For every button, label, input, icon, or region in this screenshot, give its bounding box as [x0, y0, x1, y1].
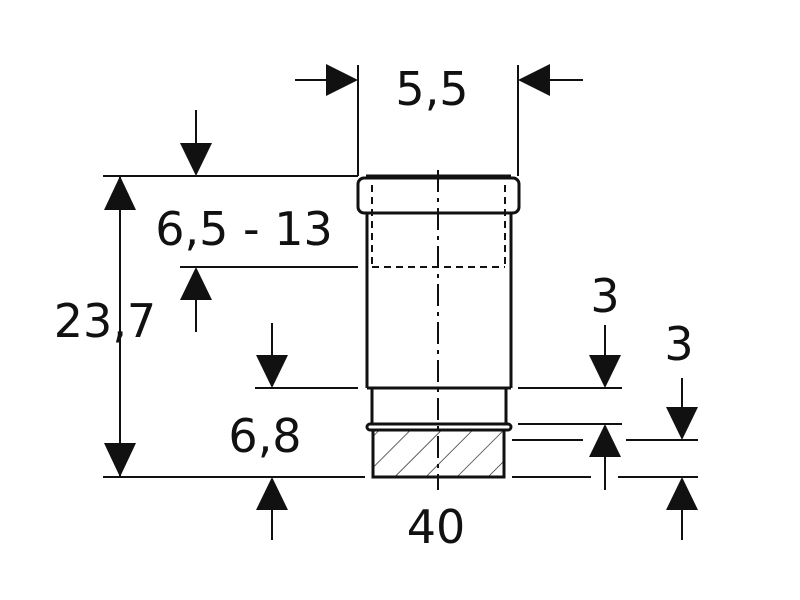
arrow-down-icon [589, 355, 621, 388]
arrows [104, 64, 698, 510]
arrow-up-icon [589, 424, 621, 457]
arrow-down-icon [180, 143, 212, 176]
dim-top-width: 5,5 [395, 62, 468, 116]
dim-diameter: 40 [407, 500, 466, 554]
dim-total-height: 23,7 [54, 294, 156, 348]
arrow-up-icon [180, 267, 212, 300]
arrow-up-icon [104, 176, 136, 210]
arrow-left-icon [518, 64, 550, 96]
arrow-up-icon [256, 477, 288, 510]
arrow-right-icon [326, 64, 358, 96]
arrow-down-icon [666, 407, 698, 440]
arrow-down-icon [104, 443, 136, 477]
arrow-down-icon [256, 355, 288, 388]
dim-gap-upper: 3 [590, 269, 619, 323]
dim-socket-depth: 6,5 - 13 [155, 202, 333, 256]
dim-spigot-height: 6,8 [228, 409, 301, 463]
dim-gap-lower: 3 [664, 317, 693, 371]
arrow-up-icon [666, 477, 698, 510]
